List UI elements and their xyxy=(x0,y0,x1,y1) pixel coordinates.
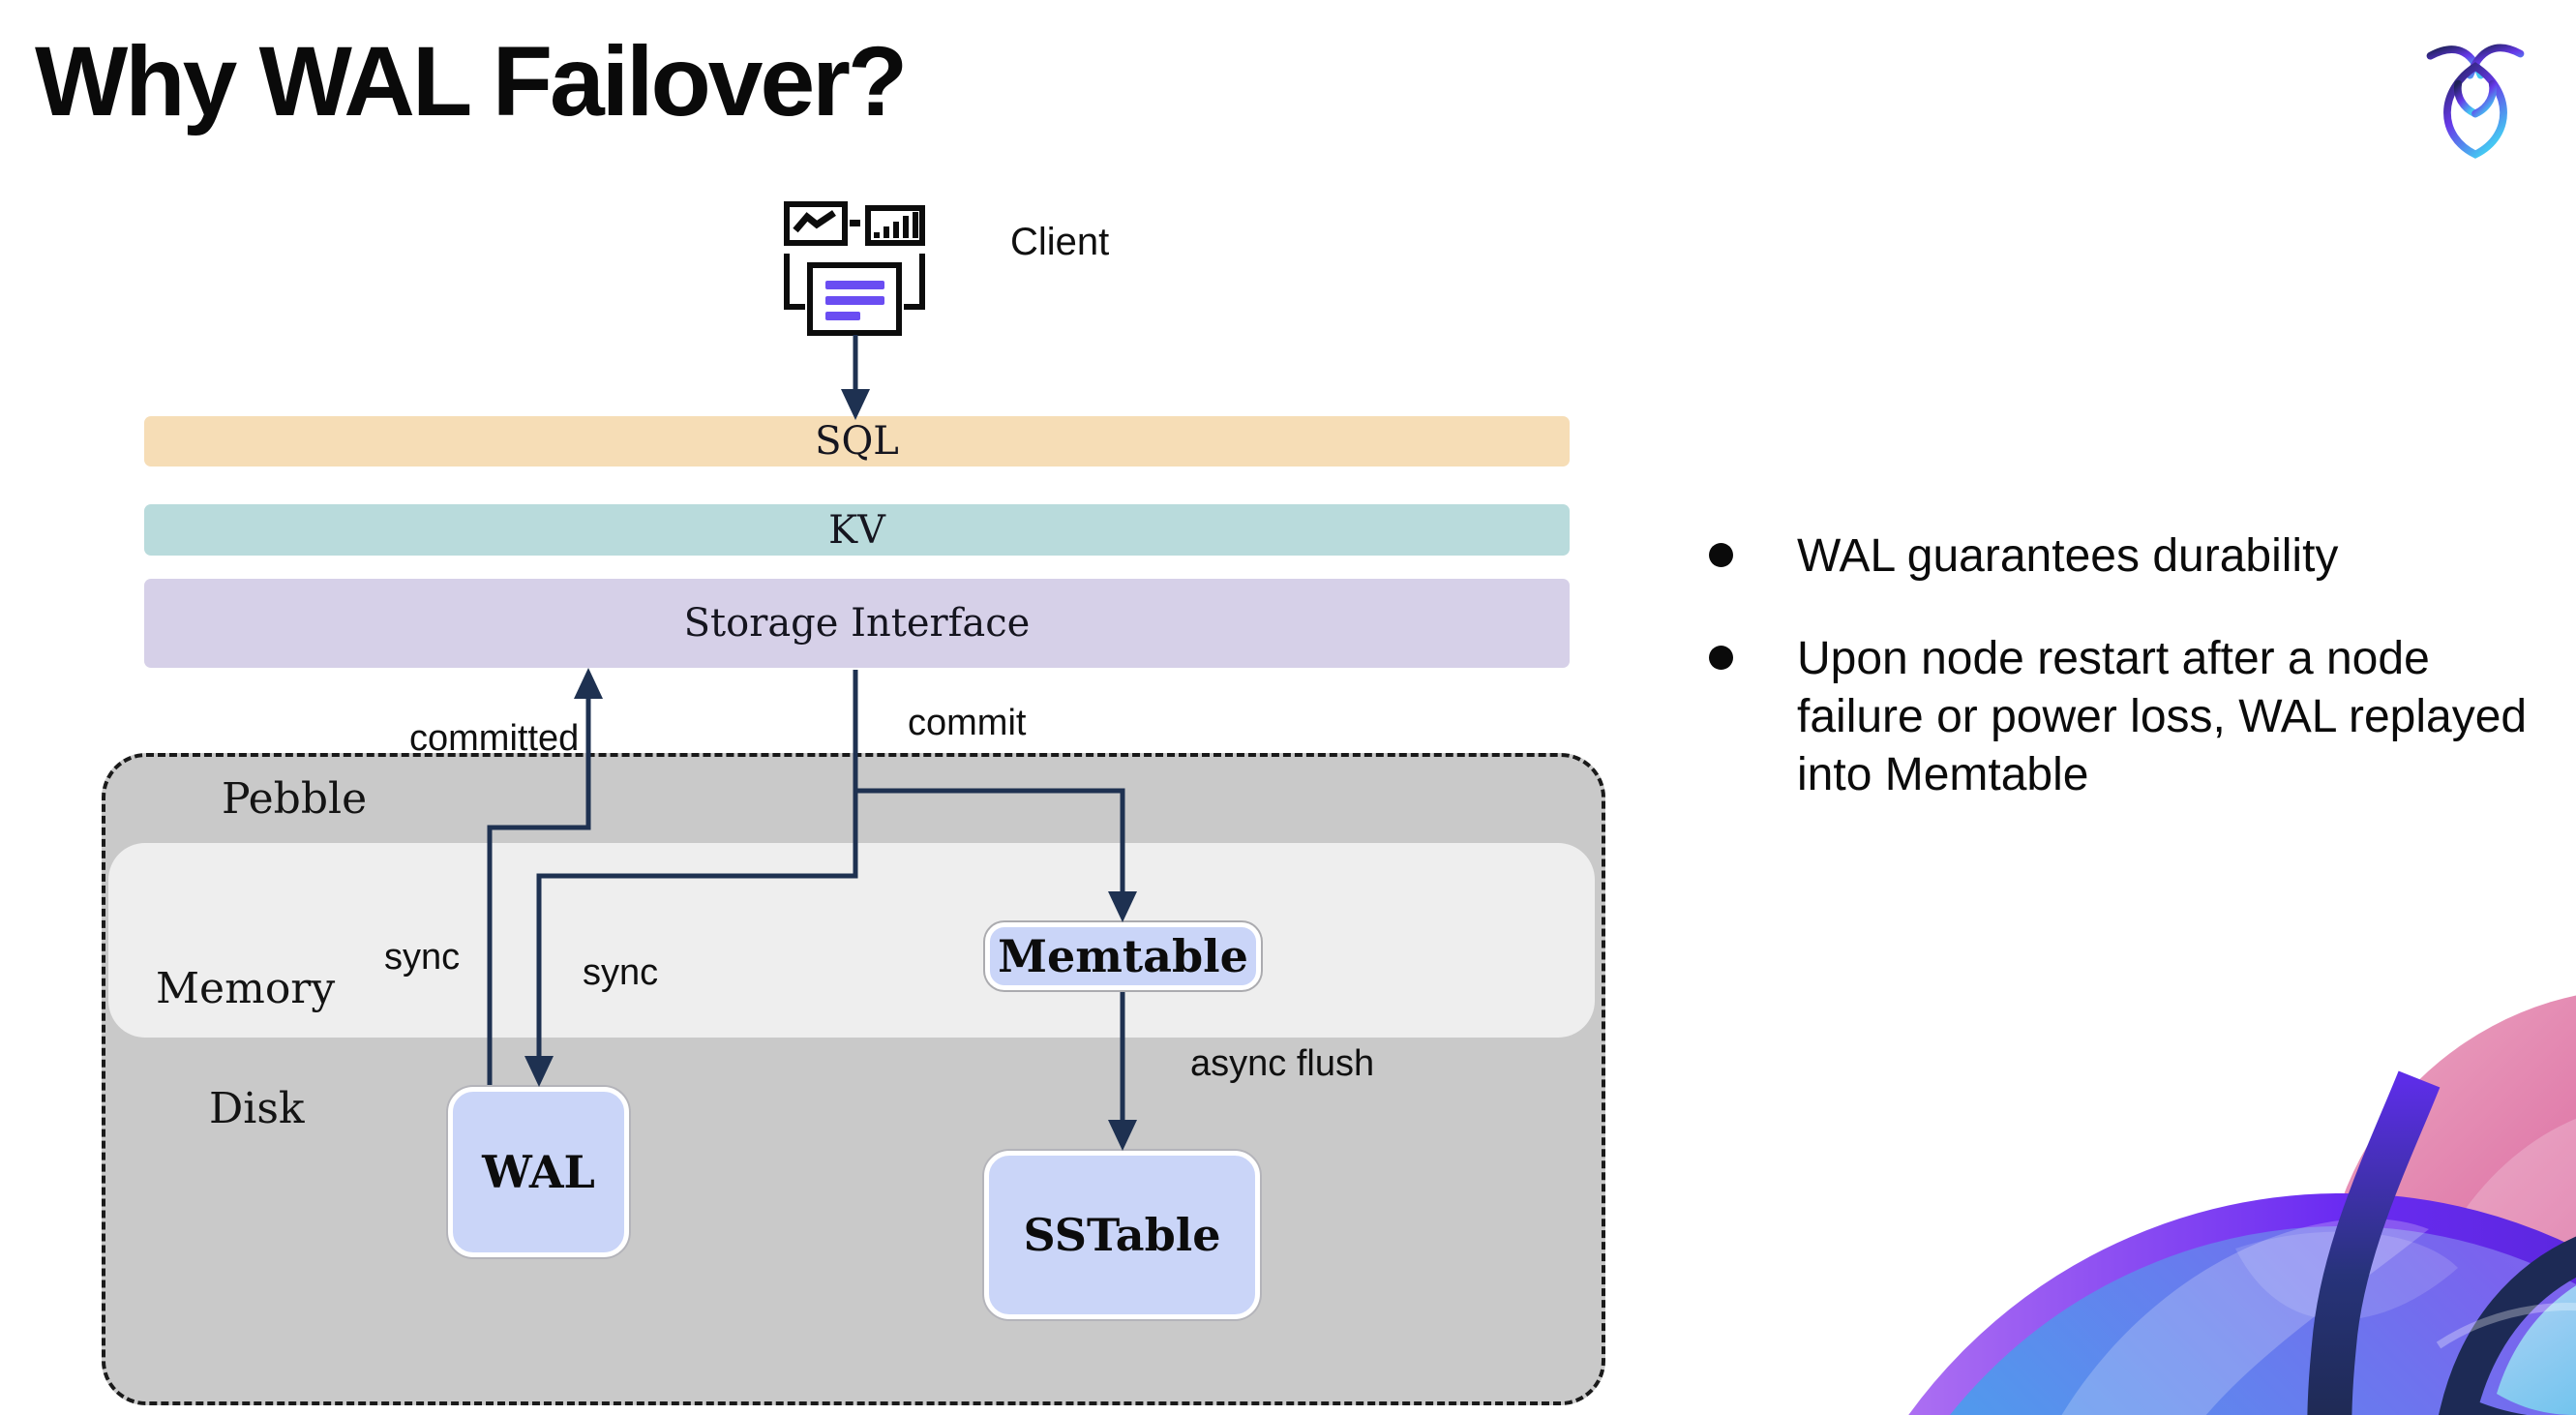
commit-memtable-arrow xyxy=(855,788,1125,913)
edge-label-commit: commit xyxy=(908,703,1027,743)
memory-label: Memory xyxy=(156,964,336,1013)
bullet-text: WAL guarantees durability xyxy=(1797,530,2339,582)
bullet-dot xyxy=(1709,646,1733,670)
doc-line xyxy=(825,281,884,289)
commit-sync-arrow xyxy=(536,670,858,1077)
layer-sql-label: SQL xyxy=(815,419,899,464)
arrowhead-down xyxy=(841,389,870,420)
doc-line xyxy=(825,312,860,320)
wal-node-label: WAL xyxy=(482,1146,595,1198)
client-bracket-right xyxy=(904,254,925,310)
client-label: Client xyxy=(1010,221,1110,263)
edge-label-sync-right: sync xyxy=(583,952,659,993)
bullet-item: WAL guarantees durability xyxy=(1709,527,2541,586)
client-dash-connector xyxy=(850,220,860,226)
bullet-item: Upon node restart after a node failure o… xyxy=(1709,630,2541,804)
wal-node: WAL xyxy=(448,1087,629,1257)
doc-line xyxy=(825,296,884,305)
client-barchart-icon xyxy=(865,205,925,246)
cockroachdb-logo-icon xyxy=(2426,44,2525,159)
bullet-list: WAL guarantees durability Upon node rest… xyxy=(1709,527,2541,849)
slide-title: Why WAL Failover? xyxy=(35,26,908,136)
arrowhead-down xyxy=(524,1056,554,1087)
layer-sql: SQL xyxy=(144,416,1570,467)
pebble-label: Pebble xyxy=(222,774,368,824)
edge-label-committed: committed xyxy=(409,718,580,759)
edge-label-sync-left: sync xyxy=(384,937,461,978)
bullet-dot xyxy=(1709,543,1733,567)
client-linechart-icon xyxy=(784,201,848,246)
memtable-node: Memtable xyxy=(985,922,1261,990)
layer-storage-label: Storage Interface xyxy=(683,601,1031,646)
brand-sphere-art xyxy=(1908,995,2576,1415)
committed-arrow xyxy=(487,679,591,1085)
disk-label: Disk xyxy=(209,1084,305,1133)
layer-kv: KV xyxy=(144,504,1570,556)
arrowhead-up xyxy=(574,668,603,699)
client-document-icon xyxy=(807,262,902,336)
arrowhead-down xyxy=(1108,891,1137,922)
arrowhead-down xyxy=(1108,1120,1137,1151)
layer-storage-interface: Storage Interface xyxy=(144,579,1570,668)
memtable-node-label: Memtable xyxy=(998,930,1248,982)
sstable-node: SSTable xyxy=(984,1151,1260,1319)
sstable-node-label: SSTable xyxy=(1023,1209,1221,1261)
bullet-text: Upon node restart after a node failure o… xyxy=(1797,633,2528,800)
edge-label-async-flush: async flush xyxy=(1190,1043,1375,1084)
layer-kv-label: KV xyxy=(828,507,885,553)
client-bracket-left xyxy=(784,254,805,310)
